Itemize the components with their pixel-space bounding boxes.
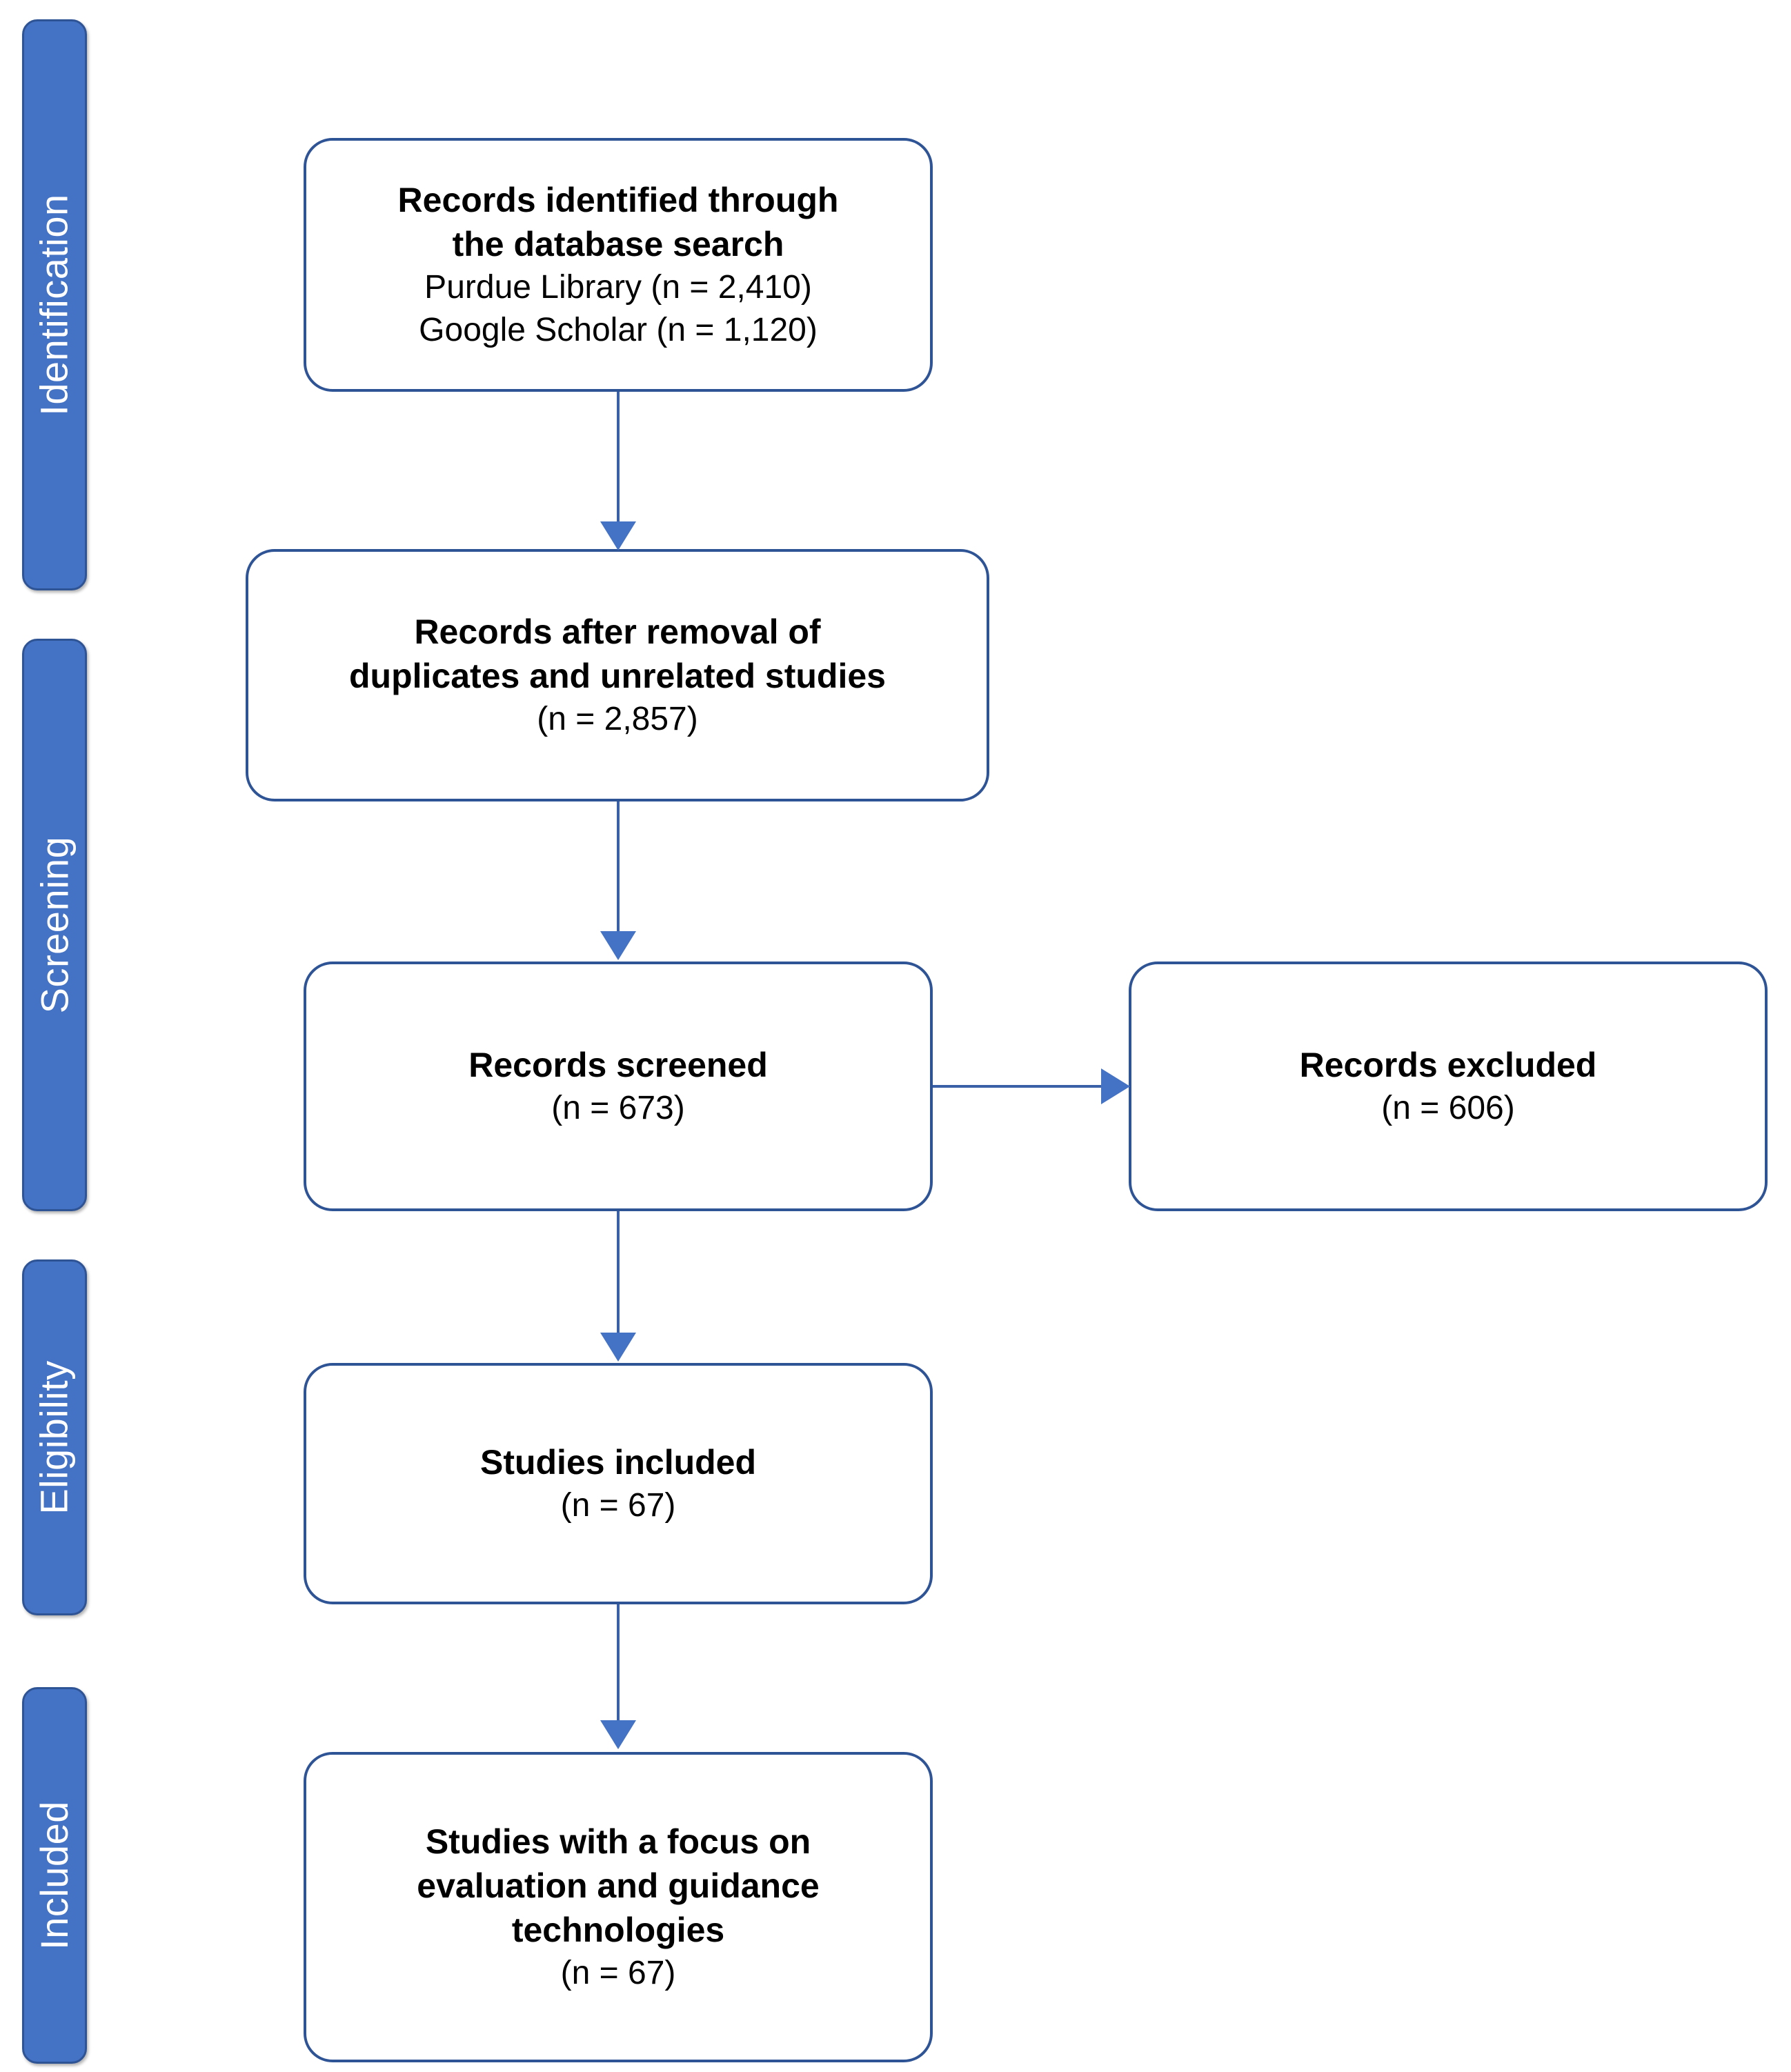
records-after-removal-heading-line2: duplicates and unrelated studies [349, 656, 886, 695]
flow-box-records-after-removal: Records after removal of duplicates and … [246, 549, 989, 801]
records-after-removal-count: (n = 2,857) [537, 700, 698, 737]
stage-bar-identification: Identification [22, 19, 87, 590]
arrow-down-icon [600, 1333, 636, 1362]
records-identified-purdue-count: Purdue Library (n = 2,410) [424, 268, 812, 306]
studies-focus-count: (n = 67) [560, 1954, 676, 1991]
studies-focus-heading-line3: technologies [511, 1910, 725, 1949]
records-identified-scholar-count: Google Scholar (n = 1,120) [419, 312, 818, 348]
stage-label-identification: Identification [32, 194, 76, 416]
stage-bar-screening: Screening [22, 639, 87, 1211]
studies-included-heading: Studies included [479, 1442, 757, 1482]
records-identified-heading-line1: Records identified through [397, 180, 839, 219]
stage-bar-eligibility: Eligibility [22, 1259, 87, 1615]
arrow-down-icon [600, 931, 636, 960]
flow-box-studies-focus: Studies with a focus on evaluation and g… [304, 1752, 933, 2062]
flow-box-records-screened: Records screened (n = 673) [304, 962, 933, 1211]
connector-screened-to-excluded-line [933, 1085, 1102, 1088]
studies-included-count: (n = 67) [560, 1486, 676, 1524]
records-excluded-heading: Records excluded [1299, 1045, 1597, 1084]
arrow-down-icon [600, 1720, 636, 1749]
flow-box-records-identified: Records identified through the database … [304, 138, 933, 392]
arrow-down-icon [600, 521, 636, 550]
arrow-right-icon [1101, 1068, 1130, 1104]
studies-focus-heading-line2: evaluation and guidance [417, 1866, 820, 1905]
connector-screened-to-included-line [617, 1211, 620, 1334]
records-after-removal-heading-line1: Records after removal of [414, 612, 821, 651]
connector-identified-to-deduped-line [617, 392, 620, 524]
records-excluded-count: (n = 606) [1381, 1089, 1515, 1126]
stage-label-screening: Screening [32, 836, 77, 1014]
flow-box-studies-included: Studies included (n = 67) [304, 1363, 933, 1604]
records-screened-count: (n = 673) [551, 1089, 685, 1126]
connector-deduped-to-screened-line [617, 801, 620, 933]
studies-focus-heading-line1: Studies with a focus on [425, 1822, 811, 1861]
stage-bar-included: Included [22, 1687, 87, 2064]
flow-box-records-excluded: Records excluded (n = 606) [1129, 962, 1768, 1211]
stage-label-eligibility: Eligibility [32, 1360, 77, 1515]
records-screened-heading: Records screened [468, 1045, 768, 1084]
connector-included-to-focus-line [617, 1604, 620, 1723]
records-identified-heading-line2: the database search [452, 224, 784, 263]
stage-label-included: Included [32, 1801, 77, 1950]
